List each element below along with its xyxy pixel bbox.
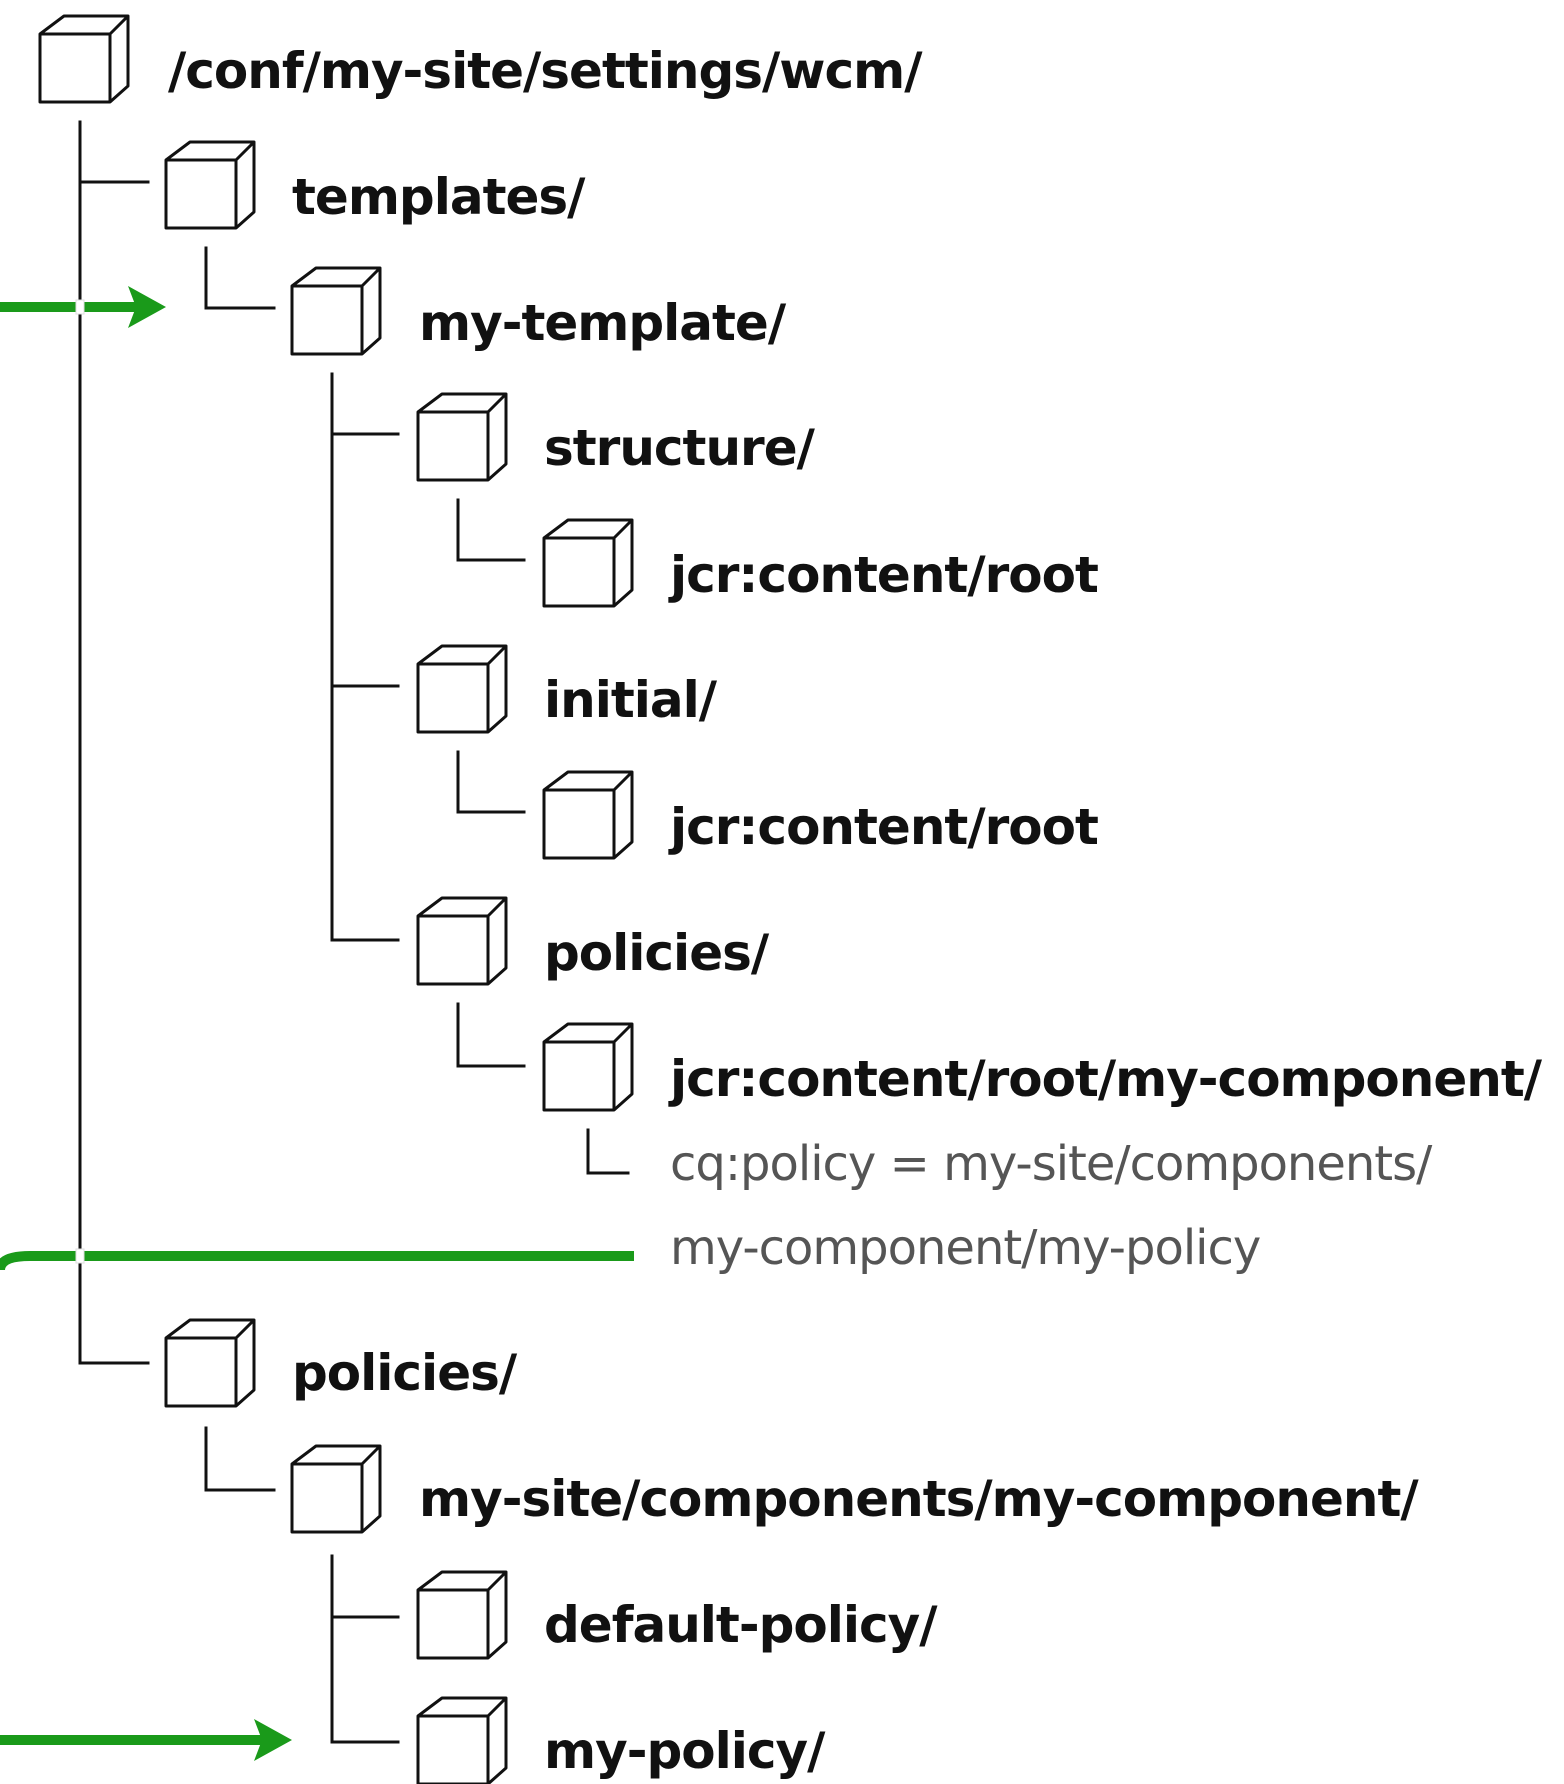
cube-icon: [164, 1318, 256, 1408]
cube-icon: [542, 770, 634, 860]
node-label-default-policy: default-policy/: [544, 1596, 937, 1654]
cube-icon: [38, 14, 130, 104]
node-label-policy-component: jcr:content/root/my-component/: [670, 1050, 1542, 1108]
connector-cq-policy: [586, 1128, 630, 1175]
node-label-templates: templates/: [292, 168, 585, 226]
connector-structure-root: [456, 498, 526, 562]
node-label-policies: policies/: [292, 1344, 517, 1402]
node-label-component-policies: my-site/components/my-component/: [419, 1470, 1419, 1528]
cube-icon: [416, 1696, 508, 1784]
cube-icon: [416, 1570, 508, 1660]
connector-initial-root: [456, 750, 526, 814]
crossing-mark-1: [75, 299, 85, 315]
cube-icon: [164, 140, 256, 230]
node-label-initial-root: jcr:content/root: [670, 798, 1099, 856]
node-label-my-template: my-template/: [419, 294, 786, 352]
connector-my-template: [204, 246, 276, 310]
cube-icon: [416, 644, 508, 734]
cube-icon: [542, 1022, 634, 1112]
connector-component-policies: [204, 1426, 276, 1492]
property-cq-policy-line2: my-component/my-policy: [670, 1220, 1261, 1276]
crossing-mark-2: [75, 1248, 85, 1264]
cube-icon: [416, 392, 508, 482]
arrowhead-my-policy: [254, 1719, 292, 1761]
cube-icon: [290, 1444, 382, 1534]
policy-link-line: [0, 1251, 634, 1271]
connector-policy-component: [456, 1002, 526, 1068]
node-label-template-policies: policies/: [544, 924, 769, 982]
node-label-my-policy: my-policy/: [544, 1722, 825, 1780]
arrowhead-my-template: [128, 286, 166, 328]
node-label-conf-root: /conf/my-site/settings/wcm/: [168, 42, 922, 100]
cube-icon: [416, 896, 508, 986]
node-label-structure-root: jcr:content/root: [670, 546, 1099, 604]
node-label-initial: initial/: [544, 671, 717, 729]
cube-icon: [542, 518, 634, 608]
node-label-structure: structure/: [544, 419, 815, 477]
property-cq-policy-line1: cq:policy = my-site/components/: [670, 1136, 1432, 1192]
cube-icon: [290, 266, 382, 356]
